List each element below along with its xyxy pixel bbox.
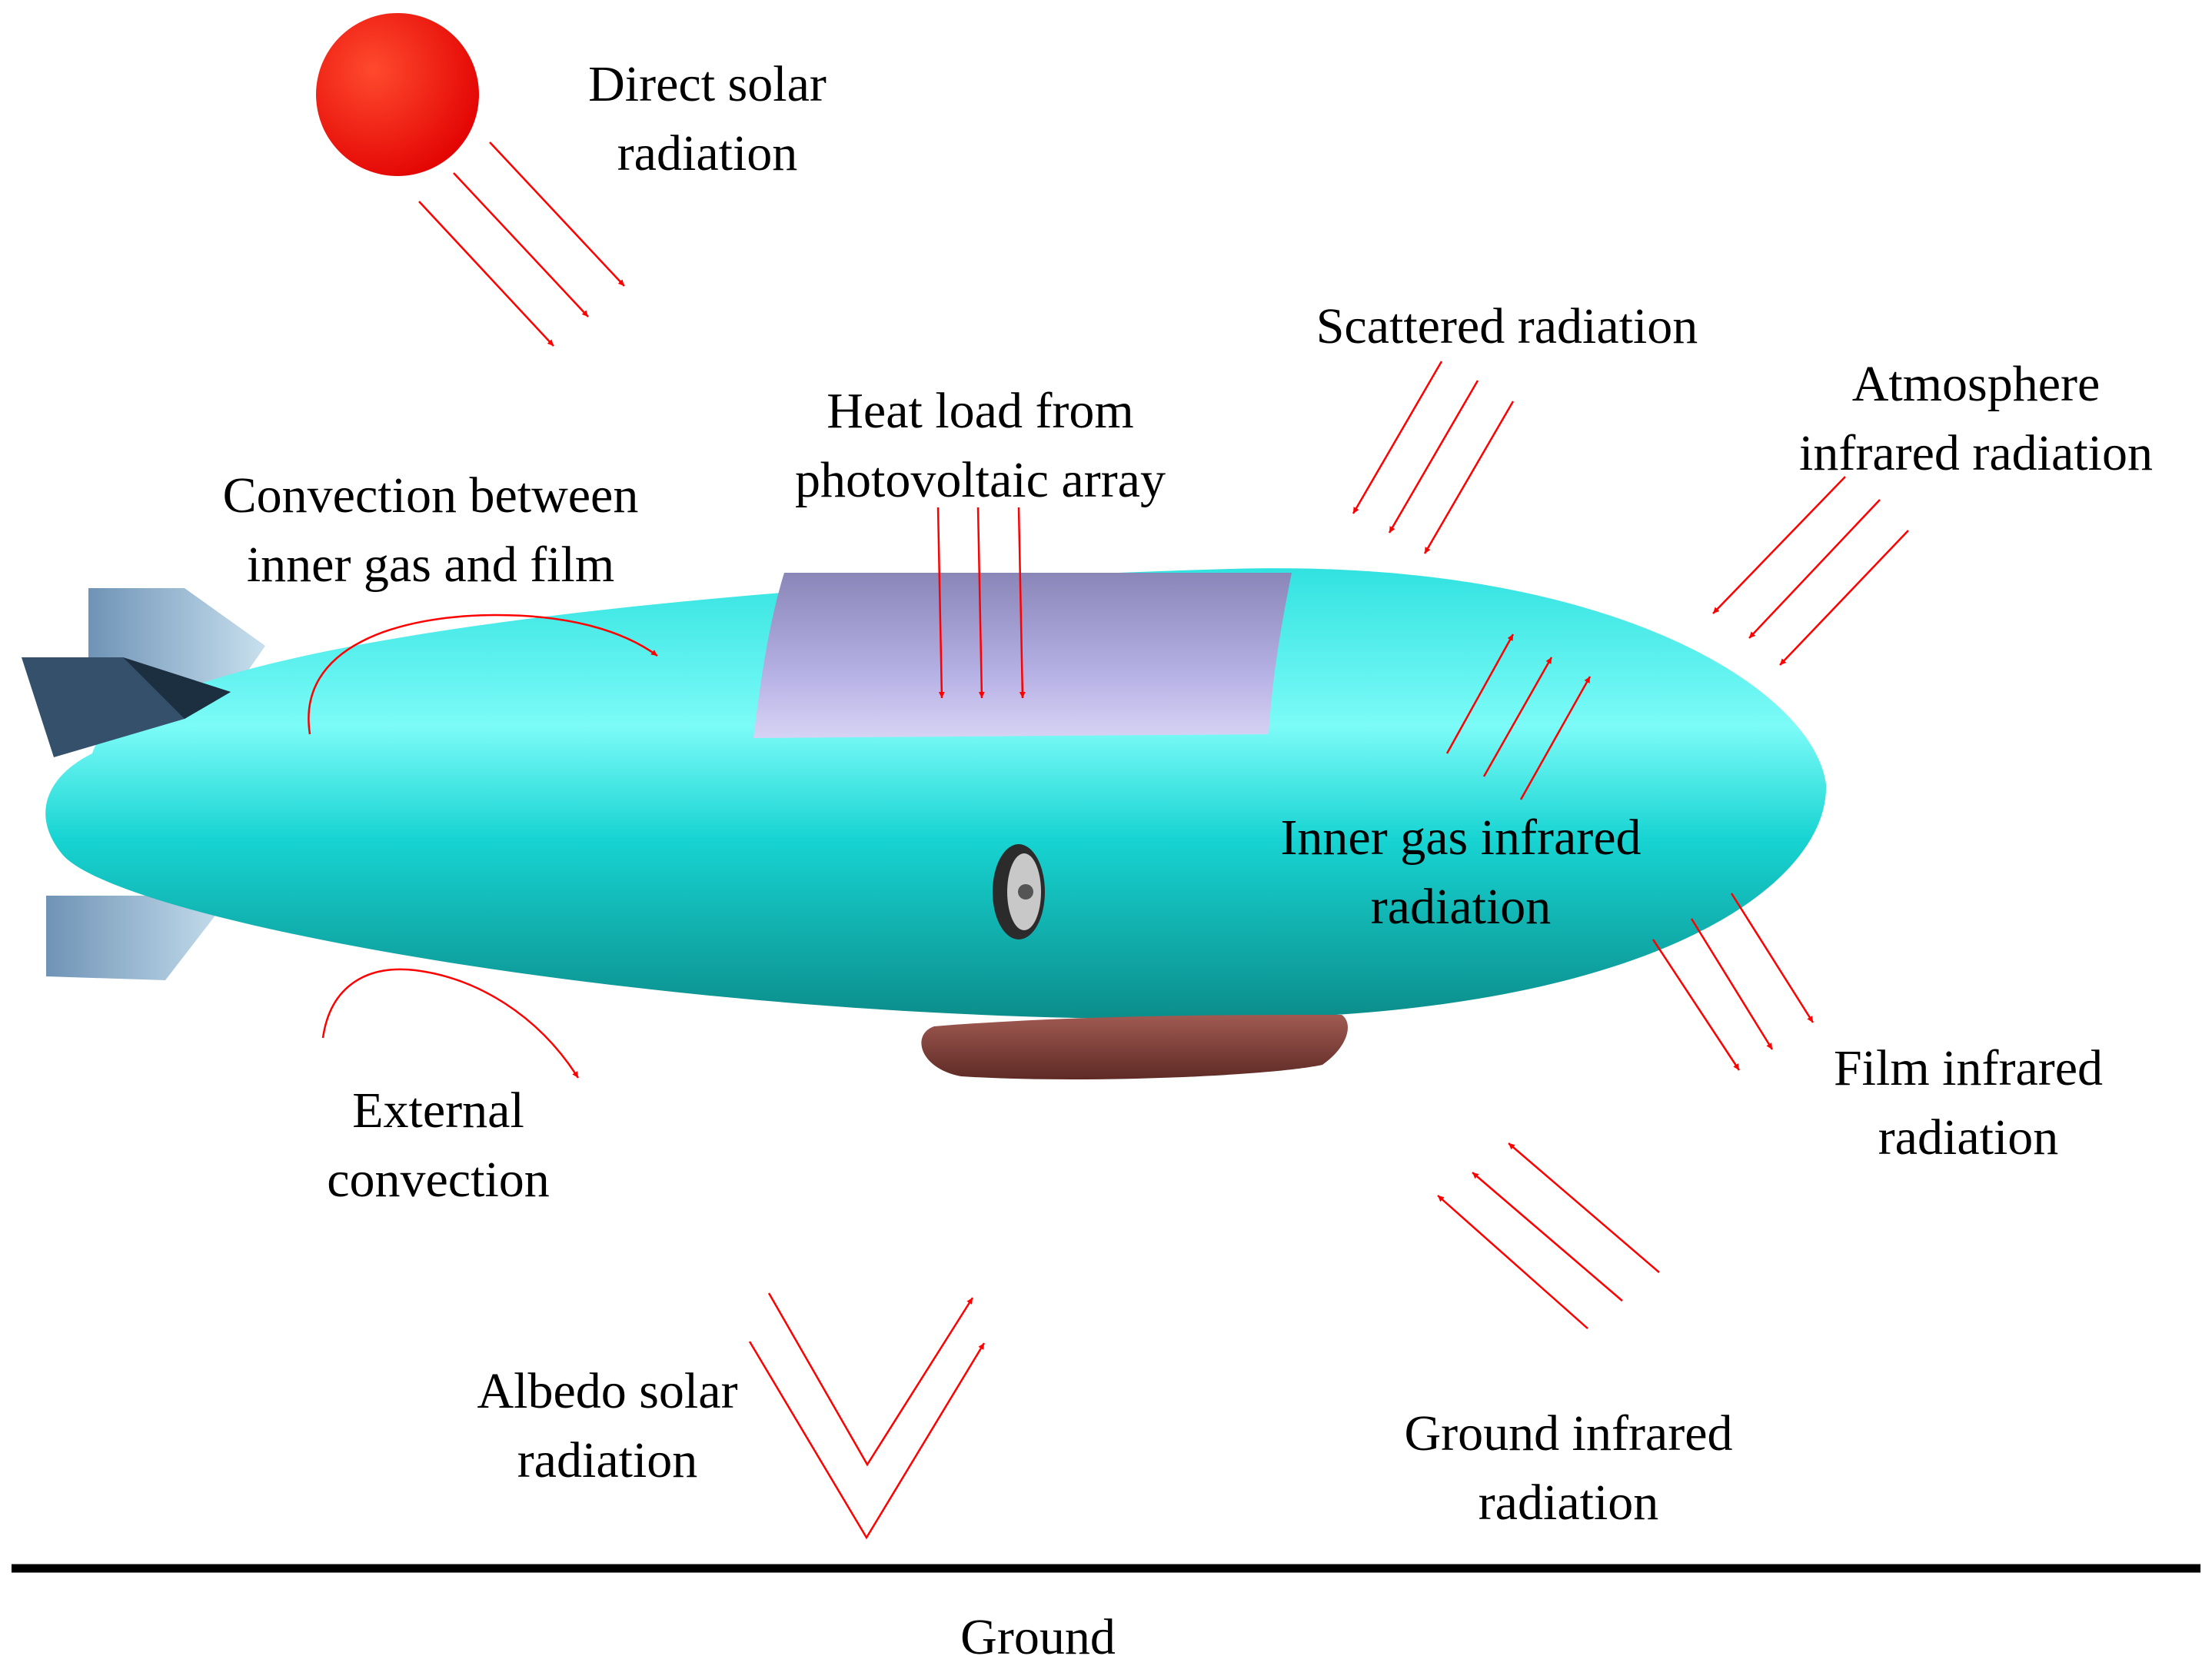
direct-solar-arrows xyxy=(418,141,625,347)
heat-load-arrow xyxy=(1017,507,1026,699)
film-ir-arrow xyxy=(1730,893,1815,1023)
ground-ir-arrow xyxy=(1437,1195,1588,1329)
side-fin-edge xyxy=(123,657,231,719)
film-ir-arrow xyxy=(1690,918,1774,1050)
scattered-label: Scattered radiation xyxy=(1316,298,1698,354)
ground-ir-arrows xyxy=(1437,1142,1660,1329)
heat-load-arrow xyxy=(976,507,985,699)
film-ir-arrows xyxy=(1652,893,1815,1071)
inner-convection-arrow xyxy=(308,614,658,735)
scattered-arrows xyxy=(1352,361,1515,554)
ground-ir-arrow xyxy=(1508,1142,1660,1273)
ground-label: Ground xyxy=(960,1609,1116,1665)
albedo-arrow xyxy=(767,1292,974,1467)
lower-tail-fin xyxy=(46,896,231,980)
albedo-arrow xyxy=(748,1341,986,1540)
airship-envelope xyxy=(45,568,1827,1019)
atmosphere-ir-arrows xyxy=(1712,476,1909,666)
inner-gas-ir-arrow xyxy=(1482,657,1553,777)
inner-gas-ir-arrows xyxy=(1445,633,1592,800)
heat-load-arrow xyxy=(936,507,945,699)
ground-ir-arrow xyxy=(1472,1172,1623,1302)
sun-icon xyxy=(316,13,479,176)
albedo-arrows xyxy=(748,1292,986,1540)
scattered-arrow xyxy=(1423,401,1515,554)
heat-load-arrows xyxy=(936,507,1026,699)
inner-gas-ir-arrow xyxy=(1445,633,1515,754)
scattered-arrow xyxy=(1352,361,1443,514)
scattered-arrow xyxy=(1388,380,1479,534)
atmosphere-ir-arrow xyxy=(1712,476,1846,614)
inner-gas-ir-arrow xyxy=(1519,676,1592,800)
film-ir-arrow xyxy=(1652,939,1741,1071)
direct-solar-arrow xyxy=(453,172,589,318)
propeller-center xyxy=(1018,884,1033,900)
atmosphere-ir-arrow xyxy=(1748,499,1881,639)
direct-solar-arrow xyxy=(418,201,554,347)
external-convection-arrow xyxy=(321,968,580,1079)
atmosphere-ir-arrow xyxy=(1779,530,1909,666)
gondola xyxy=(921,1015,1348,1080)
direct-solar-arrow xyxy=(489,141,625,287)
